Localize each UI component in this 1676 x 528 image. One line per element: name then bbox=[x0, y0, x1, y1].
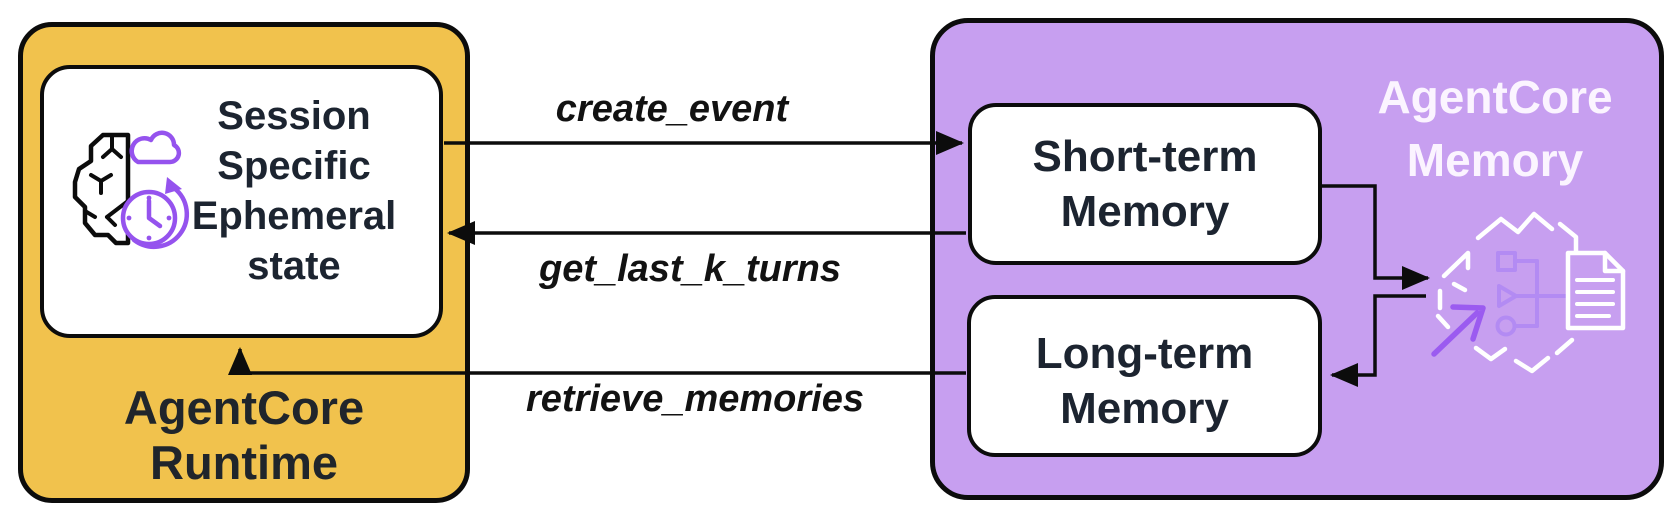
short-term-memory-label: Short-term Memory bbox=[1032, 132, 1258, 236]
retrieve-memories-label: retrieve_memories bbox=[526, 378, 864, 420]
memory-workflow-document-icon bbox=[1431, 211, 1626, 374]
memory-panel-title: AgentCore Memory bbox=[1377, 71, 1613, 186]
brain-ephemeral-clock-icon bbox=[72, 130, 189, 249]
cloud-icon bbox=[129, 130, 182, 165]
document-icon bbox=[1565, 250, 1626, 331]
runtime-panel-title: AgentCore Runtime bbox=[123, 381, 365, 489]
session-state-box: Session Specific Ephemeral state bbox=[40, 65, 443, 338]
create-event-label: create_event bbox=[555, 88, 789, 130]
half-brain-icon bbox=[72, 132, 131, 246]
refresh-swoosh bbox=[131, 185, 189, 249]
workflow-shapes-icon bbox=[1495, 251, 1578, 337]
session-state-label: Session Specific Ephemeral state bbox=[191, 94, 397, 288]
cursor-arrow-icon bbox=[1431, 304, 1486, 357]
long-term-memory-label: Long-term Memory bbox=[1035, 329, 1254, 433]
long-term-memory-box: Long-term Memory bbox=[967, 295, 1322, 457]
short-term-memory-box: Short-term Memory bbox=[968, 103, 1322, 265]
get-last-k-turns-label: get_last_k_turns bbox=[538, 248, 841, 290]
